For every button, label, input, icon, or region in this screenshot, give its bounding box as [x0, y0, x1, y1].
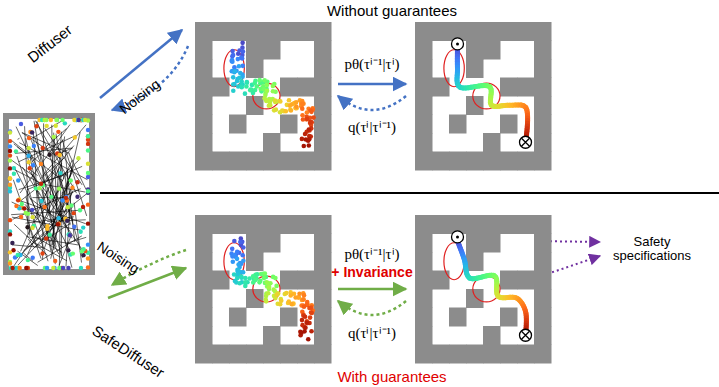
- noise-arrow: [338, 301, 406, 315]
- math-label: q(τⁱ|τⁱ⁻¹): [348, 119, 396, 136]
- safety-region: [253, 83, 280, 109]
- method-name: SafeDiffuser: [89, 323, 167, 382]
- goal-marker: [520, 136, 532, 148]
- denoise-arrow: [338, 288, 406, 291]
- safety-region: [473, 83, 500, 109]
- section-heading: Without guarantees: [327, 3, 457, 20]
- method-name: Diffuser: [25, 22, 76, 67]
- noise-arrow: [338, 96, 406, 110]
- safety-region: [224, 50, 244, 87]
- section-heading: With guarantees: [337, 369, 446, 386]
- goal-marker: [520, 329, 532, 341]
- maze: [415, 22, 552, 171]
- maze: [415, 215, 552, 364]
- start-marker: [452, 38, 464, 50]
- callout-label: Safety specifications: [604, 235, 700, 264]
- safediffuser-arrow: [108, 268, 186, 298]
- math-label: pθ(τⁱ⁻¹|τⁱ): [344, 246, 399, 263]
- constraint-label: + Invariance: [331, 265, 412, 280]
- noise-square: [3, 113, 95, 275]
- maze: [195, 22, 332, 171]
- process-label: Noising: [117, 77, 163, 118]
- safety-region: [253, 276, 280, 302]
- start-marker: [452, 231, 464, 243]
- separator-line: [100, 192, 719, 194]
- denoise-arrow: [338, 83, 406, 86]
- maze: [195, 215, 332, 364]
- math-label: pθ(τⁱ⁻¹|τⁱ): [344, 56, 399, 73]
- process-label: Noising: [94, 239, 142, 277]
- safety-region: [444, 50, 464, 87]
- math-label: q(τⁱ|τⁱ⁻¹): [348, 325, 396, 342]
- safety-region: [444, 243, 464, 280]
- safety-region: [473, 276, 500, 302]
